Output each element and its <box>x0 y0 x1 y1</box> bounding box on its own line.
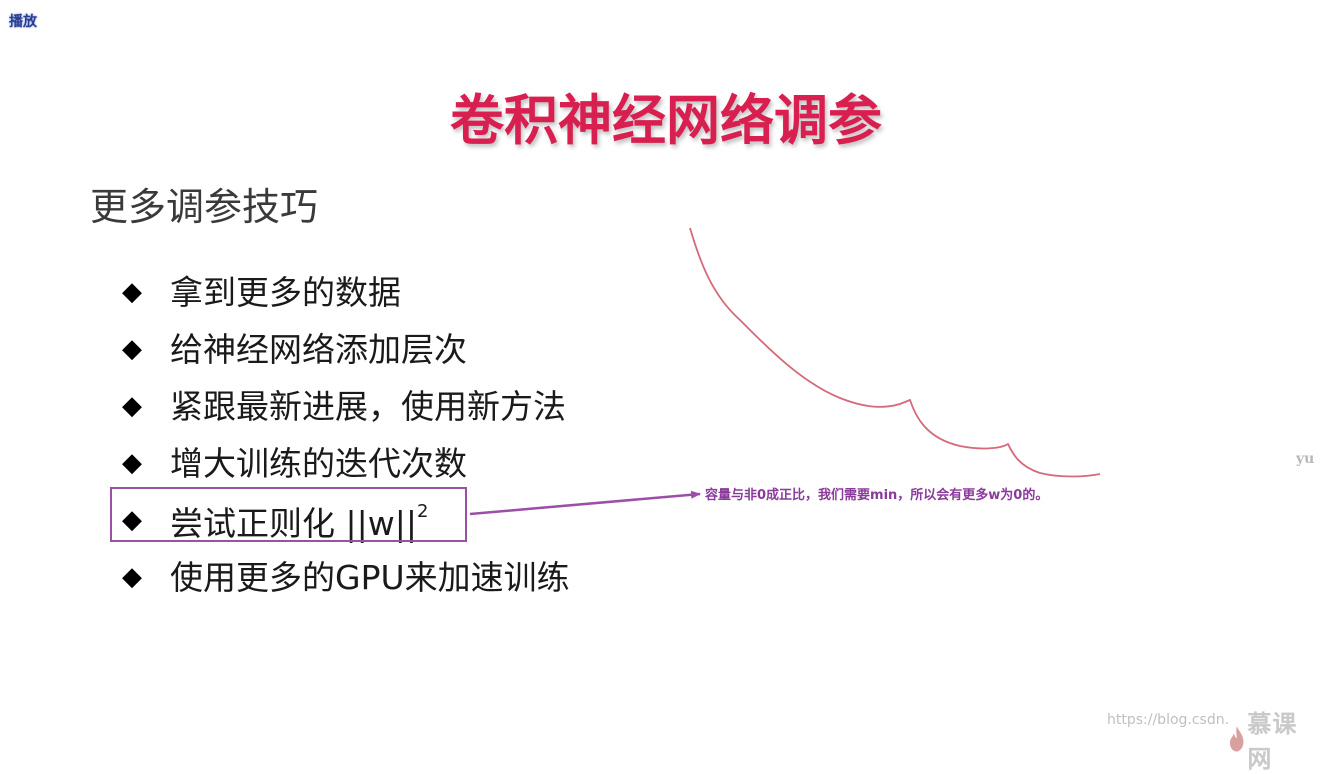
yu-mark: yu <box>1296 451 1315 467</box>
diamond-bullet-icon: ◆ <box>122 505 142 535</box>
diamond-bullet-icon: ◆ <box>122 334 142 364</box>
bullet-text: 增大训练的迭代次数 <box>170 444 467 483</box>
diamond-bullet-icon: ◆ <box>122 448 142 478</box>
flame-icon <box>1229 726 1244 752</box>
bullet-item-iterations: ◆ 增大训练的迭代次数 <box>122 435 570 492</box>
bullet-text: 给神经网络添加层次 <box>170 330 467 369</box>
hand-drawn-curve <box>689 227 1101 478</box>
imooc-logo: 慕课网 <box>1228 704 1320 774</box>
bullet-text: 使用更多的GPU来加速训练 <box>170 558 570 597</box>
formula-superscript: 2 <box>416 501 429 522</box>
annotation-text: 容量与非0成正比，我们需要min，所以会有更多w为0的。 <box>705 488 1049 503</box>
bullet-text: 尝试正则化 ||w||2 <box>170 501 429 543</box>
bullet-text: 拿到更多的数据 <box>170 273 401 312</box>
play-button[interactable]: 播放 <box>9 14 37 30</box>
watermark-url: https://blog.csdn. <box>1107 712 1230 728</box>
bullet-item-data: ◆ 拿到更多的数据 <box>122 264 570 321</box>
diamond-bullet-icon: ◆ <box>122 277 142 307</box>
annotation-arrow <box>469 490 701 516</box>
diamond-bullet-icon: ◆ <box>122 391 142 421</box>
section-heading: 更多调参技巧 <box>90 185 319 229</box>
bullet-item-gpu: ◆ 使用更多的GPU来加速训练 <box>122 549 570 606</box>
bullet-item-regularization: ◆ 尝试正则化 ||w||2 <box>122 492 570 549</box>
slide-title: 卷积神经网络调参 <box>450 89 882 152</box>
diamond-bullet-icon: ◆ <box>122 562 142 592</box>
bullet-text: 紧跟最新进展，使用新方法 <box>170 387 566 426</box>
logo-text: 慕课网 <box>1247 710 1298 773</box>
bullet-list: ◆ 拿到更多的数据 ◆ 给神经网络添加层次 ◆ 紧跟最新进展，使用新方法 ◆ 增… <box>122 264 570 606</box>
annotation-layer <box>469 227 1101 516</box>
bullet-item-layers: ◆ 给神经网络添加层次 <box>122 321 570 378</box>
bullet-item-new-methods: ◆ 紧跟最新进展，使用新方法 <box>122 378 570 435</box>
highlight-box <box>110 487 467 542</box>
